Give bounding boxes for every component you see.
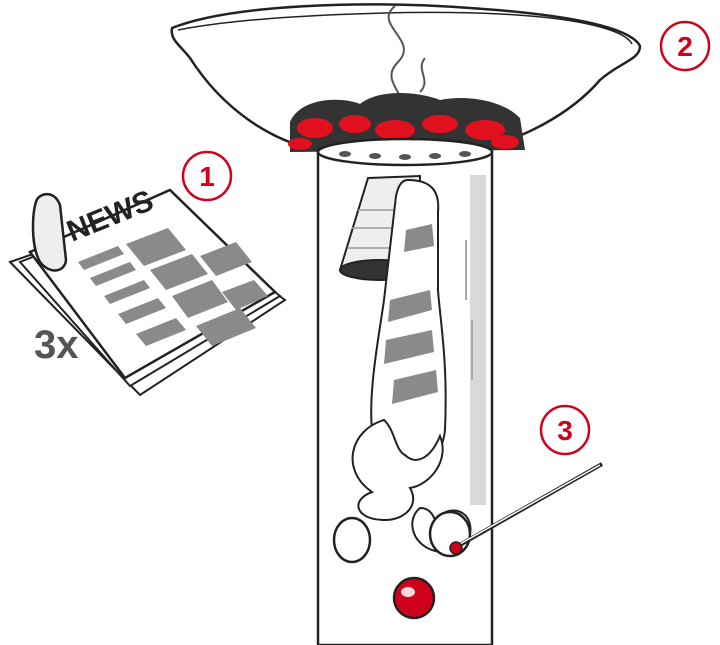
newspaper-illustration: NEWS 3x <box>8 184 287 397</box>
stand-column <box>316 137 494 645</box>
step-marker-2: 2 <box>659 20 711 72</box>
smoke-wisp <box>419 57 426 93</box>
bowl-rim-inner <box>177 11 633 45</box>
flame <box>351 418 444 522</box>
column-shading <box>470 175 486 505</box>
lighter-stick <box>449 462 603 555</box>
fire-bowl <box>170 3 642 154</box>
side-vent-hole <box>332 516 372 564</box>
lighter-tip <box>449 541 463 555</box>
top-vent-holes <box>339 151 471 160</box>
column-top <box>316 137 494 167</box>
bowl-outline <box>170 3 642 154</box>
newspaper-columns <box>78 228 268 346</box>
smoke-wisp <box>387 5 405 109</box>
newspaper-curl <box>31 192 68 272</box>
step-marker-3: 3 <box>539 404 591 456</box>
step-marker-1: 1 <box>181 150 233 202</box>
newspaper-front-page <box>28 188 278 380</box>
step-number: 3 <box>557 415 573 446</box>
step-number: 2 <box>677 31 693 62</box>
newspaper-tube-print <box>384 224 438 404</box>
step-number: 1 <box>199 161 215 192</box>
red-knob <box>392 576 436 620</box>
newspaper-quantity: 3x <box>34 323 79 367</box>
glowing-coals <box>288 93 525 152</box>
